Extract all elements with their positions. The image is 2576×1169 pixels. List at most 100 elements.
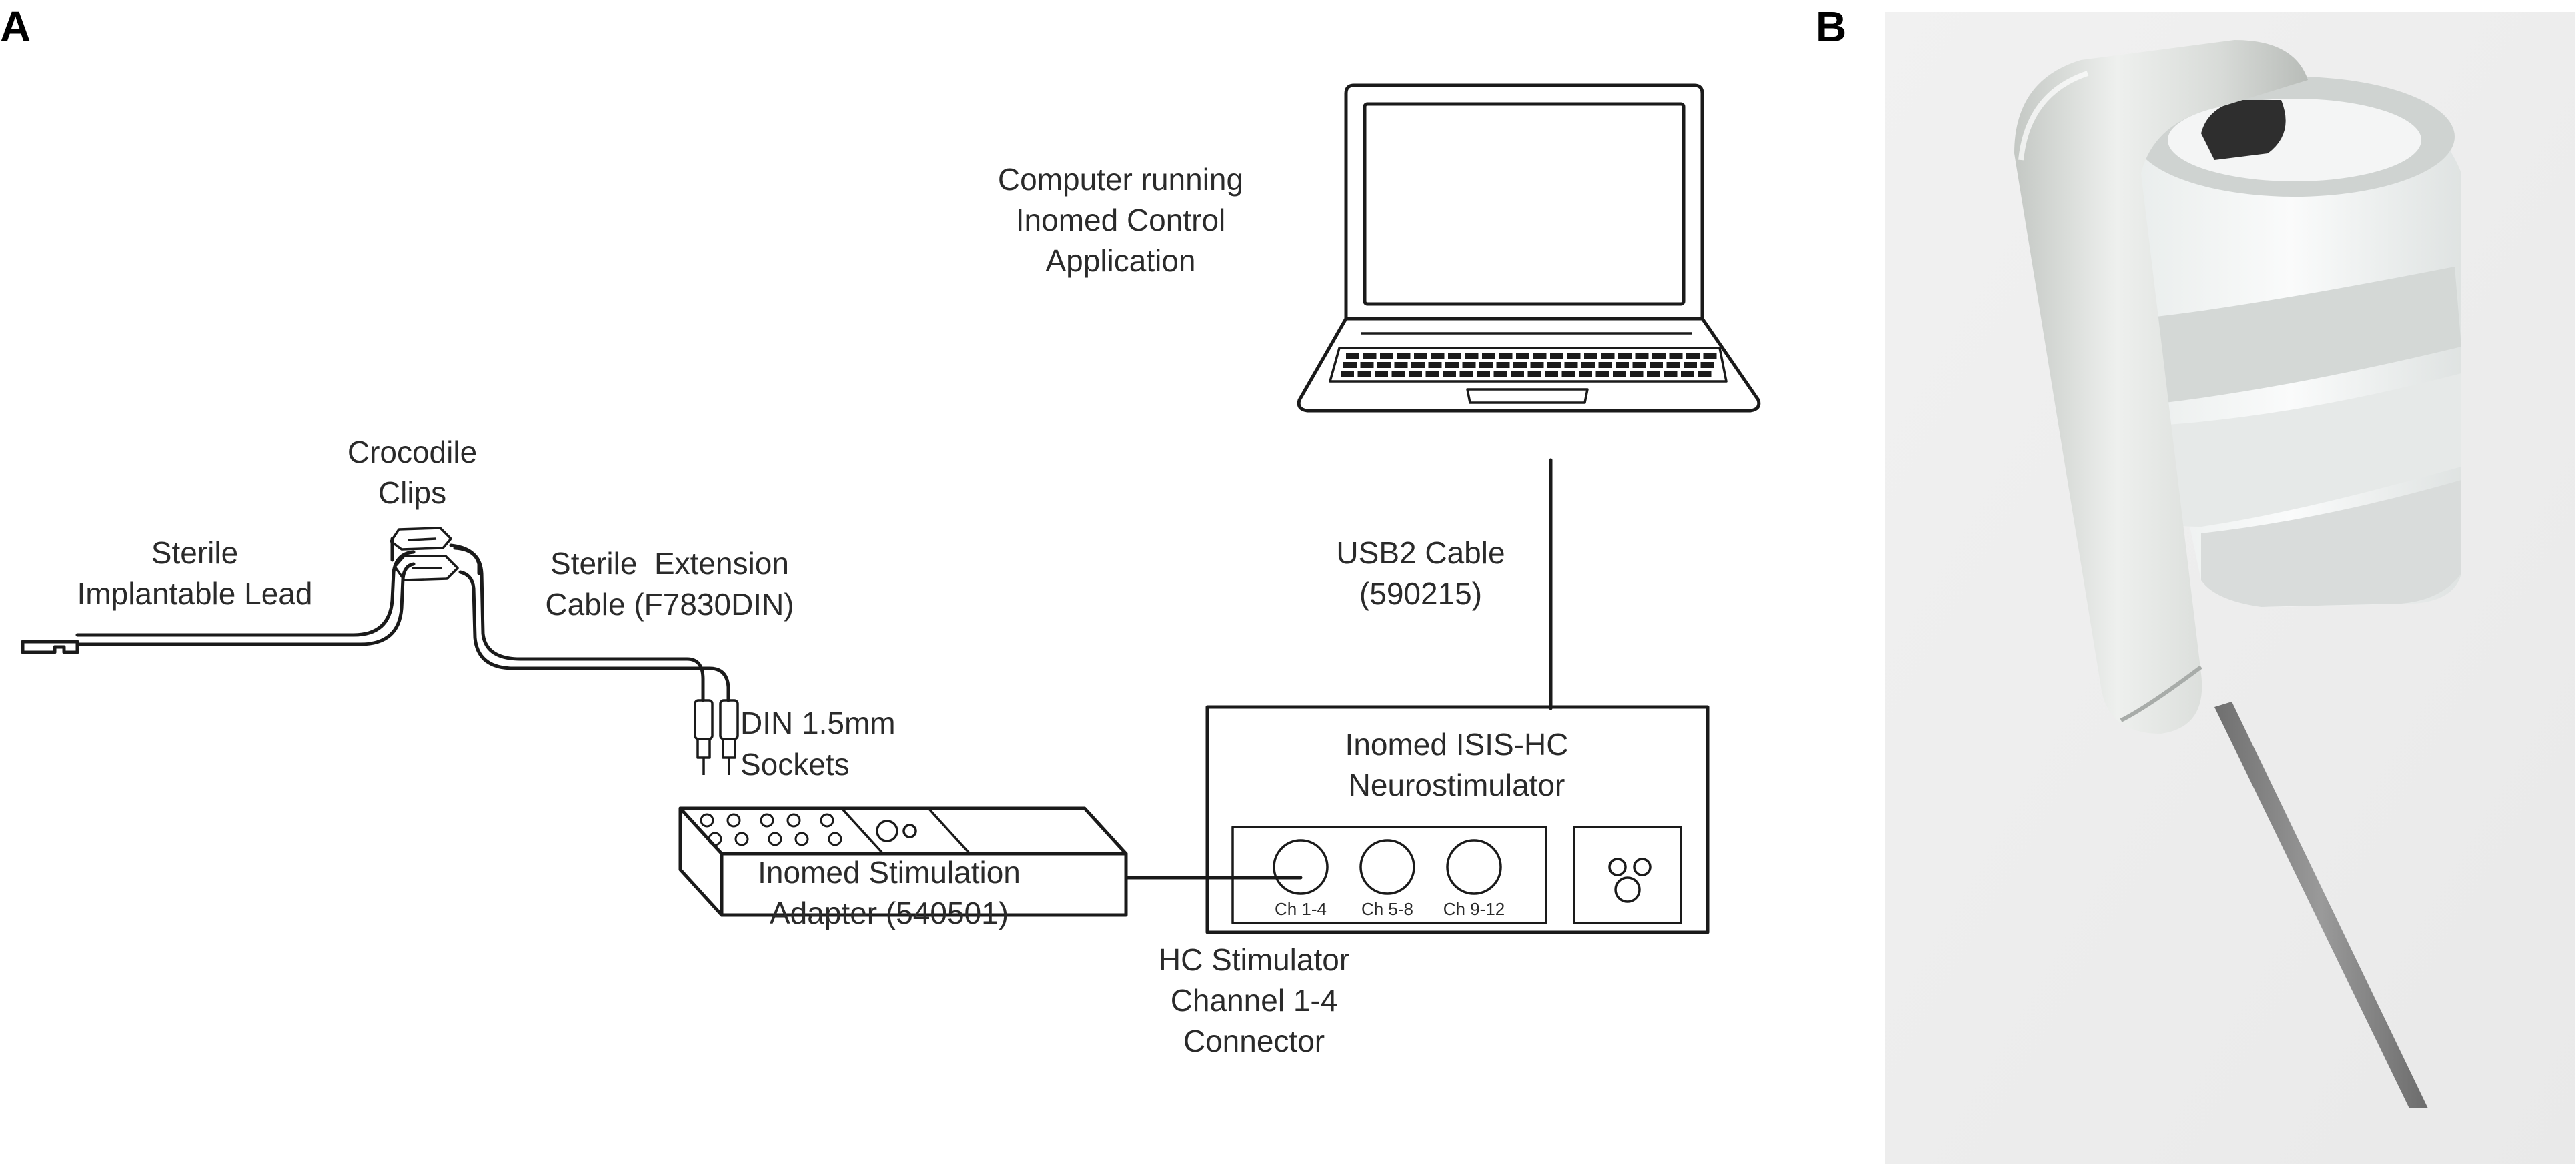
stimulation-adapter-box [678, 806, 1128, 917]
laptop-key-icon [1414, 353, 1427, 359]
laptop-key-icon [1465, 353, 1479, 359]
laptop-key-icon [1700, 362, 1714, 368]
computer-label-line-3: Application [1045, 243, 1195, 278]
extension-cable-label-line-2: Cable (F7830DIN) [545, 587, 794, 622]
laptop-key-icon [1360, 362, 1374, 368]
hc-connector-label-line-3: Connector [1183, 1024, 1325, 1058]
sterile-lead-label: Sterile Implantable Lead [77, 535, 313, 611]
adapter-socket-icon [708, 832, 722, 846]
laptop-key-icon [1343, 362, 1357, 368]
laptop-key-icon [1564, 362, 1578, 368]
extension-cable [453, 546, 730, 702]
laptop-key-icon [1431, 353, 1445, 359]
computer-label-line-2: Inomed Control [1016, 203, 1226, 237]
neurostimulator-label-line-1: Inomed ISIS-HC [1345, 727, 1569, 762]
laptop-key-icon [1477, 371, 1490, 377]
usb-cable-label-line-1: USB2 Cable [1336, 535, 1505, 570]
laptop-key-icon [1533, 353, 1547, 359]
laptop-key-icon [1561, 371, 1575, 377]
adapter-socket-icon [828, 832, 842, 846]
extension-cable-label: Sterile Extension Cable (F7830DIN) [545, 546, 794, 622]
adapter-socket-icon [734, 832, 749, 846]
laptop-key-icon [1377, 362, 1391, 368]
channel-5-8-port [1359, 839, 1415, 895]
din-plug-2 [719, 699, 739, 775]
adapter-socket-icon [700, 813, 714, 828]
adapter-socket-icon [726, 813, 741, 828]
laptop-key-icon [1341, 371, 1354, 377]
neurostimulator-label: Inomed ISIS-HC Neurostimulator [1345, 727, 1569, 802]
laptop-key-icon [1632, 362, 1646, 368]
din-plug-1 [694, 699, 714, 775]
laptop-key-icon [1598, 362, 1612, 368]
channel-9-12-label: Ch 9-12 [1443, 899, 1505, 919]
adapter-socket-icon [760, 813, 774, 828]
laptop-key-icon [1397, 353, 1411, 359]
laptop-key-icon [1394, 362, 1408, 368]
laptop-key-icon [1409, 371, 1422, 377]
crocodile-clips-label-line-2: Clips [378, 475, 446, 510]
laptop-key-icon [1493, 371, 1507, 377]
laptop-key-icon [1462, 362, 1476, 368]
crocodile-clips-label-line-1: Crocodile [348, 435, 477, 469]
laptop-key-icon [1669, 353, 1683, 359]
stimulation-adapter-label-line-1: Inomed Stimulation [758, 855, 1021, 890]
panel-a-letter: A [0, 3, 31, 51]
crocodile-clips-label: Crocodile Clips [348, 435, 477, 510]
laptop-key-icon [1479, 362, 1493, 368]
laptop-key-icon [1513, 362, 1527, 368]
computer-label-line-1: Computer running [998, 162, 1243, 197]
laptop-key-icon [1664, 371, 1678, 377]
laptop-key-icon [1666, 362, 1680, 368]
laptop-key-icon [1547, 362, 1561, 368]
panel-b: B [1816, 3, 2575, 1164]
laptop-key-icon [1545, 371, 1558, 377]
laptop-icon [1297, 83, 1761, 413]
laptop-key-icon [1616, 362, 1629, 368]
neurostimulator-box: Ch 1-4 Ch 5-8 Ch 9-12 [1205, 705, 1710, 934]
laptop-key-icon [1650, 362, 1663, 368]
laptop-key-icon [1363, 353, 1377, 359]
panel-a: A Ch 1-4 Ch 5-8 Ch 9-12 [0, 3, 1761, 1058]
extension-cable-label-line-1: Sterile Extension [550, 546, 789, 581]
laptop-key-icon [1618, 353, 1632, 359]
laptop-key-icon [1630, 371, 1644, 377]
sterile-lead-label-line-1: Sterile [151, 535, 238, 570]
laptop-key-icon [1601, 353, 1615, 359]
laptop-key-icon [1499, 353, 1513, 359]
usb-cable-label: USB2 Cable (590215) [1336, 535, 1505, 611]
laptop-key-icon [1595, 371, 1609, 377]
channel-1-4-label: Ch 1-4 [1275, 899, 1327, 919]
laptop-key-icon [1681, 371, 1694, 377]
neurostimulator-label-line-2: Neurostimulator [1349, 768, 1565, 802]
laptop-key-icon [1411, 362, 1425, 368]
hc-connector-label-line-1: HC Stimulator [1159, 942, 1349, 977]
laptop-key-icon [1647, 371, 1660, 377]
adapter-socket-icon [786, 813, 801, 828]
laptop-key-icon [1391, 371, 1405, 377]
hc-connector-label: HC Stimulator Channel 1-4 Connector [1159, 942, 1349, 1058]
laptop-key-icon [1581, 362, 1595, 368]
channel-1-4-port [1273, 839, 1329, 895]
adapter-socket-icon [820, 813, 834, 828]
laptop-key-icon [1357, 371, 1371, 377]
implantable-lead [21, 550, 416, 654]
panel-b-letter: B [1816, 3, 1846, 51]
laptop-key-icon [1584, 353, 1597, 359]
channel-9-12-port [1446, 839, 1502, 895]
sterile-lead-label-line-2: Implantable Lead [77, 576, 313, 611]
laptop-key-icon [1527, 371, 1541, 377]
laptop-key-icon [1567, 353, 1581, 359]
laptop-key-icon [1550, 353, 1563, 359]
electrode-contact [2201, 100, 2286, 160]
channel-5-8-label: Ch 5-8 [1361, 899, 1413, 919]
din-sockets-label-line-2: Sockets [740, 747, 850, 782]
laptop-key-icon [1375, 371, 1388, 377]
laptop-key-icon [1530, 362, 1544, 368]
laptop-key-icon [1448, 353, 1461, 359]
usb-cable-label-line-2: (590215) [1359, 576, 1482, 611]
laptop-key-icon [1380, 353, 1393, 359]
laptop-key-icon [1459, 371, 1473, 377]
